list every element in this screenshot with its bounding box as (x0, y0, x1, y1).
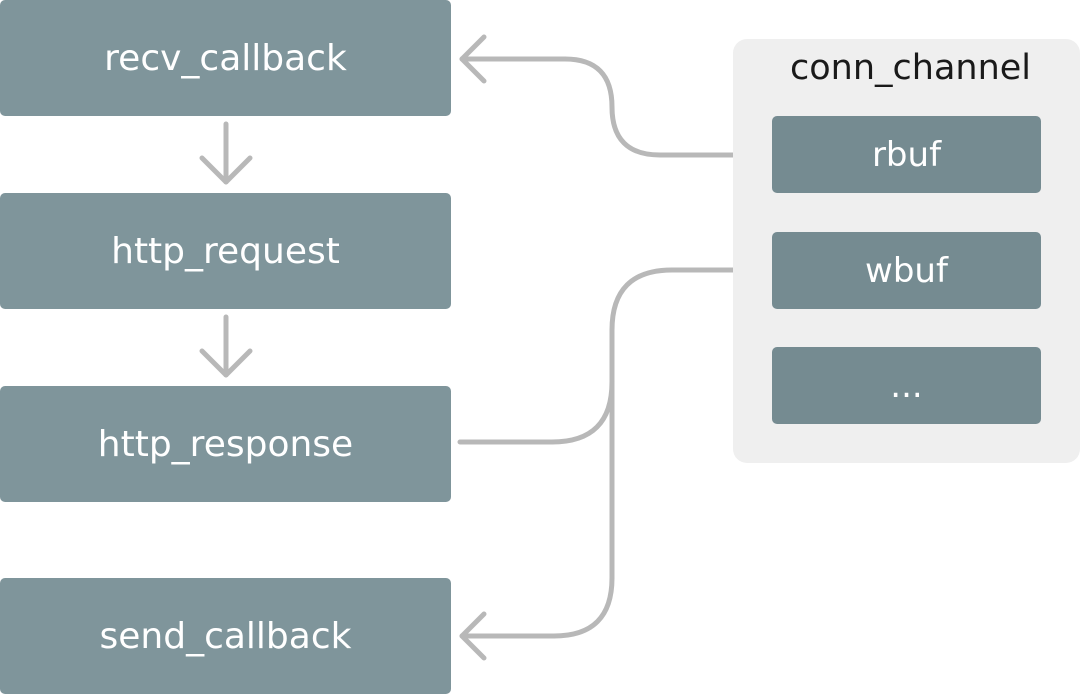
http-response-node: http_response (0, 386, 451, 502)
http-request-node: http_request (0, 193, 451, 309)
arrow-branch-to-send (459, 379, 615, 639)
wbuf-node: wbuf (772, 232, 1041, 309)
recv-callback-node: recv_callback (0, 0, 451, 116)
wbuf-label: wbuf (865, 250, 948, 291)
more-buffers-node: ... (772, 347, 1041, 424)
arrowhead-response (199, 348, 253, 378)
arrowhead-send (459, 611, 487, 661)
send-callback-label: send_callback (99, 615, 352, 657)
more-buffers-label: ... (890, 365, 923, 406)
http-response-label: http_response (97, 423, 354, 465)
conn-channel-title: conn_channel (790, 48, 1032, 88)
arrow-response-to-wbuf (457, 267, 765, 445)
arrow-rbuf-to-recv (459, 56, 767, 158)
arrowhead-request (199, 155, 253, 185)
http-request-label: http_request (111, 230, 340, 272)
recv-callback-label: recv_callback (104, 37, 347, 79)
arrowhead-recv (459, 34, 487, 84)
rbuf-label: rbuf (871, 134, 942, 175)
rbuf-node: rbuf (772, 116, 1041, 193)
send-callback-node: send_callback (0, 578, 451, 694)
